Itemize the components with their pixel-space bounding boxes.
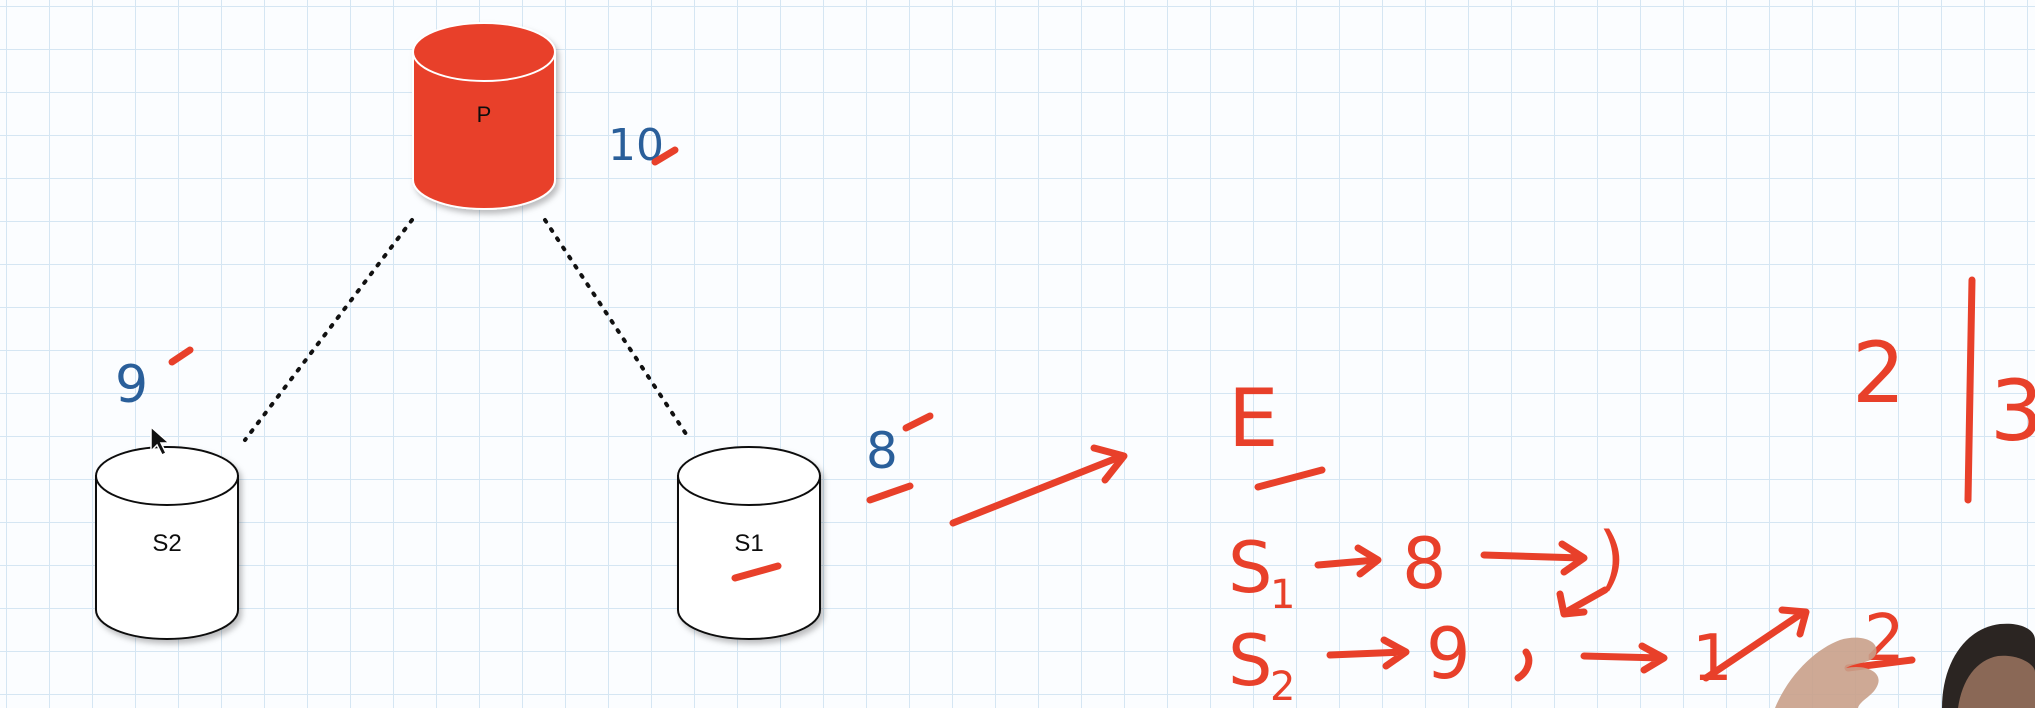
row2-value: 9 xyxy=(1426,613,1471,695)
s1-version-tick xyxy=(902,412,934,432)
row2-mid-value: 1 xyxy=(1692,622,1733,696)
row2-arrow-3 xyxy=(1702,606,1810,682)
row1-node-subscript: 1 xyxy=(1270,572,1295,618)
row1-down-arrow xyxy=(1556,586,1609,618)
row1-node: S xyxy=(1228,527,1272,609)
link-primary-to-s2 xyxy=(243,218,414,442)
row2-arrow-2 xyxy=(1580,642,1668,674)
row2-node-subscript: 2 xyxy=(1270,664,1295,708)
ratio-right-number: 3 xyxy=(1990,362,2035,460)
replication-links xyxy=(243,218,692,442)
row1-next: ) xyxy=(1598,517,1625,599)
row1-arrow-2 xyxy=(1480,540,1588,576)
s2-version-tick xyxy=(168,346,194,366)
s1-version-underline xyxy=(866,482,914,504)
row2-comma xyxy=(1514,648,1533,682)
presenter-hand xyxy=(1775,637,1879,708)
primary-label: P xyxy=(477,102,492,127)
mouse-cursor-icon xyxy=(150,425,171,457)
row1-value: 8 xyxy=(1402,523,1447,605)
red-arrow-annotation xyxy=(949,444,1128,527)
s2-version-number: 9 xyxy=(115,355,148,415)
row2-node: S xyxy=(1228,620,1272,702)
row2-arrow-1 xyxy=(1326,636,1410,670)
s1-label: S1 xyxy=(734,530,763,557)
row1-arrow-1 xyxy=(1314,544,1382,578)
s2-label: S2 xyxy=(152,530,181,557)
presenter-face xyxy=(1958,655,2035,708)
presenter-webcam-overlay xyxy=(1775,623,2035,708)
ratio-left-number: 2 xyxy=(1852,324,1905,422)
ratio-divider xyxy=(1964,276,1976,504)
epoch-underline xyxy=(1254,466,1326,491)
primary-version-tick xyxy=(651,146,679,166)
link-primary-to-s1 xyxy=(543,218,692,442)
secondary-database-s2[interactable]: S2 xyxy=(95,446,239,640)
epoch-letter: E xyxy=(1228,372,1279,465)
notes-row-2: S 2 9 1 2 xyxy=(1228,602,1916,708)
s1-red-tick xyxy=(731,562,782,582)
secondary-database-s1[interactable]: S1 xyxy=(677,446,821,640)
row2-end-underline xyxy=(1844,656,1916,672)
primary-database[interactable]: P xyxy=(412,22,556,210)
notes-row-1: S 1 8 ) xyxy=(1228,517,1625,618)
s1-version-number: 8 xyxy=(866,422,898,480)
